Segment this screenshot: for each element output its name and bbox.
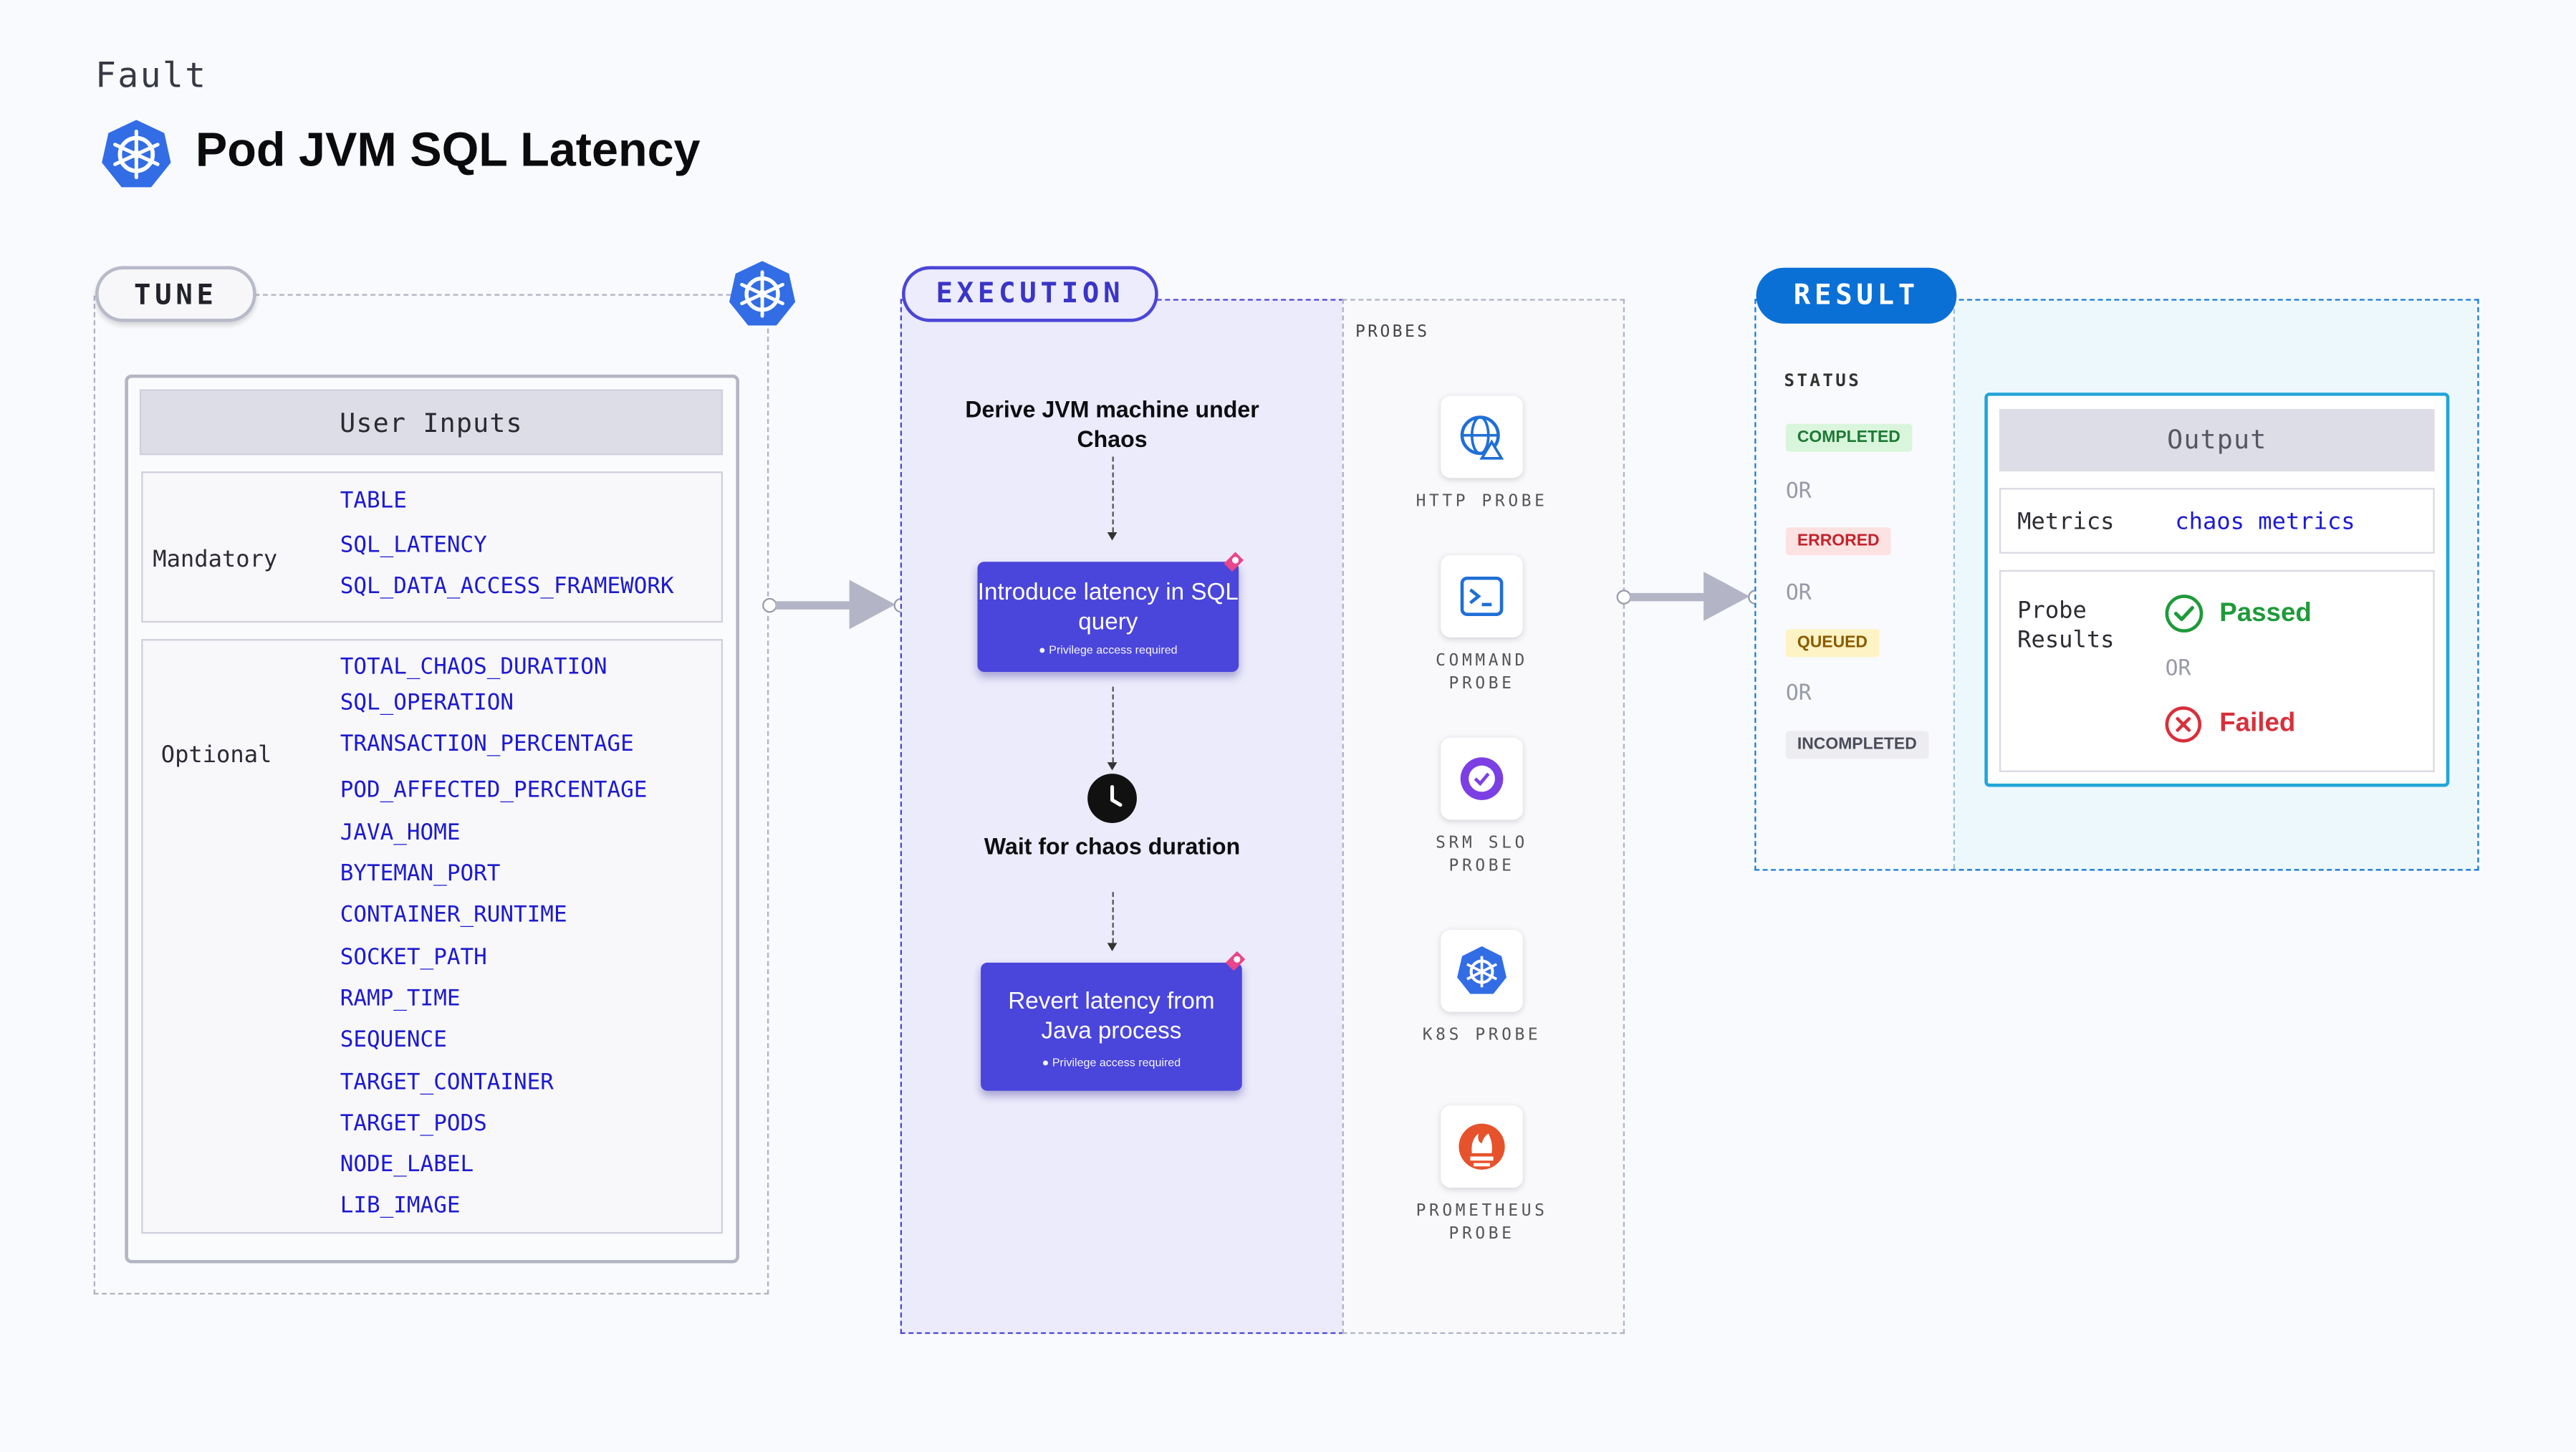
mandatory-param: TABLE — [340, 488, 407, 514]
step-revert-latency-title: Revert latency from Java process — [1008, 989, 1215, 1045]
execution-label: EXECUTION — [902, 266, 1158, 322]
metrics-value: chaos metrics — [2175, 509, 2355, 536]
flow-arrow-line — [1629, 592, 1709, 602]
flow-line — [1112, 456, 1114, 533]
x-circle-icon — [2165, 706, 2202, 743]
flow-arrow-head — [1107, 532, 1118, 541]
optional-param: BYTEMAN_PORT — [340, 860, 501, 888]
http-probe-icon — [1441, 395, 1523, 479]
step-introduce-latency-card: Introduce latency in SQL query ● Privile… — [977, 562, 1239, 672]
clock-icon — [1087, 774, 1137, 823]
or-separator: OR — [1785, 681, 1812, 707]
probe-label: HTTP PROBE — [1416, 492, 1548, 511]
optional-param: TARGET_PODS — [340, 1110, 487, 1137]
optional-param: POD_AFFECTED_PERCENTAGE — [340, 777, 648, 804]
passed-label: Passed — [2219, 600, 2312, 628]
flow-line — [1112, 686, 1114, 763]
lock-icon: ● — [1039, 645, 1046, 658]
result-label: RESULT — [1756, 267, 1957, 324]
optional-param: RAMP_TIME — [340, 985, 461, 1012]
privilege-note-text: Privilege access required — [1049, 645, 1178, 658]
probe-label: SRM SLO PROBE — [1383, 833, 1580, 879]
tune-panel-top-border — [254, 294, 731, 296]
metrics-row — [1999, 488, 2435, 554]
optional-group — [141, 639, 724, 1234]
prometheus-probe-icon — [1441, 1105, 1523, 1188]
probe-label-text: COMMAND PROBE — [1436, 652, 1528, 693]
lock-icon: ● — [1042, 1057, 1049, 1069]
status-queued: QUEUED — [1785, 629, 1880, 658]
probe-label: PROMETHEUS PROBE — [1383, 1201, 1580, 1246]
flow-arrow-line — [775, 601, 855, 610]
flow-line — [1112, 892, 1114, 943]
status-incompleted: INCOMPLETED — [1785, 731, 1928, 759]
or-separator: OR — [1785, 581, 1812, 607]
optional-param: SQL_OPERATION — [340, 690, 514, 716]
step-derive-machine: Derive JVM machine under Chaos — [965, 395, 1259, 452]
step-introduce-latency-title: Introduce latency in SQL query — [977, 580, 1239, 636]
probe-results-label: Probe Results — [2017, 597, 2115, 654]
step-wait-duration: Wait for chaos duration — [984, 832, 1241, 860]
chaos-badge-icon — [1225, 951, 1246, 971]
flow-arrow-head — [1107, 762, 1118, 771]
flow-arrow-head — [1107, 943, 1118, 951]
step-revert-latency-card: Revert latency from Java process ● Privi… — [981, 962, 1242, 1091]
optional-param: TARGET_CONTAINER — [340, 1069, 554, 1096]
k8s-probe-icon — [1441, 930, 1523, 1012]
optional-param: SOCKET_PATH — [340, 944, 487, 971]
fault-kind-label: Fault — [95, 55, 208, 96]
kubernetes-icon — [102, 120, 171, 188]
tune-panel — [93, 295, 769, 1295]
page-title: Pod JVM SQL Latency — [195, 125, 701, 178]
optional-param: LIB_IMAGE — [340, 1192, 461, 1219]
probe-label-text: SRM SLO PROBE — [1436, 834, 1528, 876]
or-separator: OR — [2165, 657, 2191, 682]
check-circle-icon — [2165, 595, 2203, 633]
metrics-label: Metrics — [2017, 509, 2115, 536]
output-title: Output — [1999, 409, 2435, 472]
kubernetes-icon — [729, 261, 796, 326]
probe-results-row — [1999, 569, 2435, 772]
tune-label: TUNE — [95, 266, 256, 322]
mandatory-param: SQL_LATENCY — [340, 532, 487, 559]
probe-label: K8S PROBE — [1422, 1027, 1542, 1045]
flow-arrow-head — [1703, 572, 1750, 621]
chaos-badge-icon — [1224, 552, 1244, 572]
optional-param: SEQUENCE — [340, 1027, 447, 1054]
privilege-note: ● Privilege access required — [981, 1058, 1242, 1069]
status-errored: ERRORED — [1785, 527, 1891, 556]
status-column — [1756, 300, 1956, 870]
or-separator: OR — [1785, 479, 1812, 505]
optional-label: Optional — [160, 742, 272, 769]
mandatory-label: Mandatory — [153, 547, 278, 574]
status-title: STATUS — [1784, 371, 1862, 391]
user-inputs-title: User Inputs — [139, 389, 724, 456]
mandatory-group — [141, 471, 724, 623]
optional-param: CONTAINER_RUNTIME — [340, 902, 567, 928]
optional-param: JAVA_HOME — [340, 819, 461, 847]
optional-param: NODE_LABEL — [340, 1151, 474, 1178]
optional-param: TRANSACTION_PERCENTAGE — [340, 731, 634, 758]
status-completed: COMPLETED — [1785, 423, 1912, 452]
privilege-note: ● Privilege access required — [978, 645, 1239, 657]
mandatory-param: SQL_DATA_ACCESS_FRAMEWORK — [340, 573, 674, 600]
command-probe-icon — [1441, 555, 1523, 638]
probe-label-text: PROMETHEUS PROBE — [1416, 1202, 1548, 1244]
flow-arrow-head — [849, 580, 895, 630]
privilege-note-text: Privilege access required — [1052, 1057, 1181, 1069]
srm-slo-probe-icon — [1441, 737, 1523, 820]
probe-label: COMMAND PROBE — [1383, 650, 1580, 696]
probes-title: PROBES — [1355, 323, 1430, 342]
optional-param: TOTAL_CHAOS_DURATION — [340, 653, 607, 681]
failed-label: Failed — [2219, 709, 2296, 738]
